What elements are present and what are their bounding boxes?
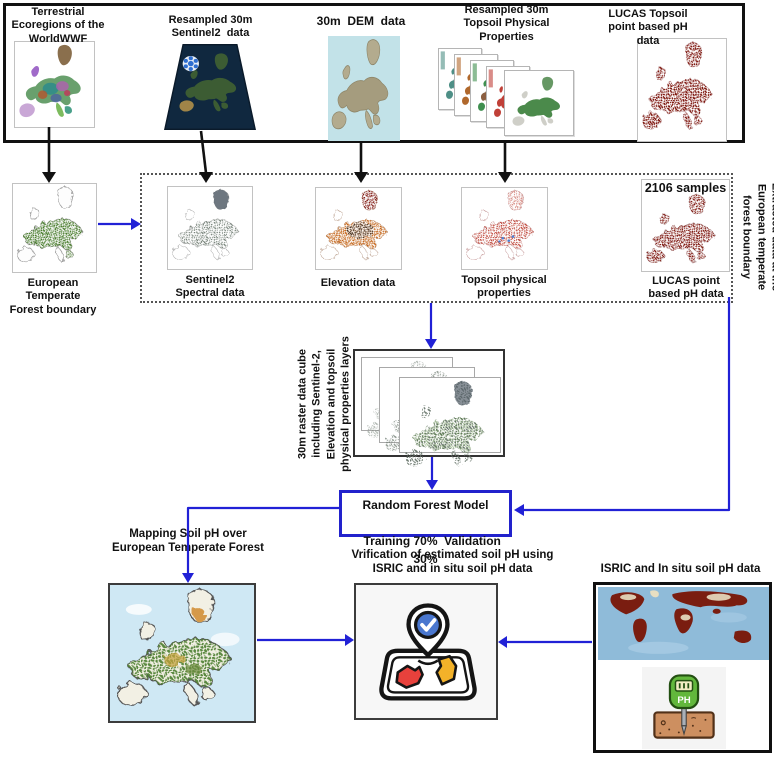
forest-boundary-map-art bbox=[17, 186, 83, 263]
soil-ph-map bbox=[108, 583, 256, 723]
ecoregions-label: Terrestrial Ecoregions of the WorldWWF bbox=[11, 6, 105, 45]
cube-layer-front bbox=[399, 377, 501, 467]
lucas-points-map-art bbox=[646, 194, 715, 264]
lucas-label: LUCAS Topsoil point based pH data bbox=[608, 8, 688, 47]
topsoil-stack bbox=[438, 46, 578, 142]
source-data-box bbox=[3, 3, 745, 143]
lucas-map-art bbox=[642, 41, 712, 130]
world-ph-map bbox=[598, 587, 769, 660]
australia bbox=[733, 630, 752, 643]
red-region bbox=[395, 664, 424, 689]
random-forest-box: Random Forest Model Training 70% Validat… bbox=[339, 490, 512, 566]
ecoregions-map bbox=[14, 41, 95, 128]
map-inner-outline bbox=[386, 656, 470, 694]
forest-boundary-map bbox=[12, 183, 97, 273]
topsoil-card-front bbox=[504, 70, 574, 136]
isric-label: ISRIC and In situ soil pH data bbox=[600, 563, 761, 575]
verification-box bbox=[354, 583, 498, 720]
elevation-map-art bbox=[320, 190, 388, 261]
sentinel-thumbnail-art bbox=[163, 44, 257, 130]
ph-meter-panel: PH bbox=[642, 667, 726, 749]
lucas-map bbox=[637, 38, 727, 142]
elevation-label: Elevation data bbox=[320, 277, 396, 289]
esa-logo-icon bbox=[182, 55, 199, 72]
mapping-label: Mapping Soil pH over European Temperate … bbox=[112, 528, 264, 555]
side-note-text: Extracted data at the European temperate… bbox=[740, 182, 774, 292]
africa bbox=[674, 608, 693, 634]
lucas-points-label: LUCAS point based pH data bbox=[648, 275, 724, 301]
sentinel-label: Resampled 30m Sentinel2 data bbox=[168, 14, 253, 40]
dem-map bbox=[328, 36, 400, 141]
greenland bbox=[650, 590, 659, 598]
spectral-label: Sentinel2 Spectral data bbox=[175, 274, 245, 300]
check-icon bbox=[420, 618, 437, 632]
south-america bbox=[633, 618, 647, 643]
dem-label: 30m DEM data bbox=[316, 14, 406, 28]
topsoil-props-map bbox=[461, 187, 548, 270]
spectral-map bbox=[167, 186, 253, 270]
sample-count-badge: 2106 samples bbox=[644, 181, 727, 195]
topsoil-label: Resampled 30m Topsoil Physical Propertie… bbox=[463, 4, 550, 43]
isric-box: PH bbox=[593, 582, 772, 753]
pin-shadow-arc bbox=[417, 659, 439, 666]
ph-meter-icon: PH bbox=[653, 674, 715, 739]
ph-meter-text: PH bbox=[677, 695, 690, 706]
extracted-data-box bbox=[140, 173, 733, 303]
topsoil-props-map-art bbox=[466, 190, 534, 261]
rf-line2: Training 70% Validation 30% bbox=[363, 534, 505, 566]
ecoregions-map-art bbox=[19, 44, 81, 118]
spectral-map-art bbox=[172, 189, 239, 260]
sentinel-thumbnail bbox=[162, 42, 258, 132]
elevation-map bbox=[315, 187, 402, 270]
raster-cube-box bbox=[353, 349, 505, 467]
rf-line1: Random Forest Model bbox=[362, 498, 489, 512]
arrow-lucas-to-model bbox=[524, 297, 731, 512]
forest-boundary-label: European Temperate Forest boundary bbox=[9, 277, 97, 316]
dem-map-art bbox=[331, 39, 389, 130]
check-pin-map-icon bbox=[379, 603, 477, 701]
cube-note-text: 30m raster data cube including Sentinel-… bbox=[296, 336, 352, 472]
verification-label: Vrification of estimated soil pH using I… bbox=[351, 549, 554, 576]
soil-ph-map-art bbox=[117, 588, 240, 706]
yellow-region bbox=[435, 654, 458, 686]
topsoil-props-label: Topsoil physical properties bbox=[461, 274, 547, 300]
lucas-points-map: 2106 samples bbox=[641, 179, 730, 272]
